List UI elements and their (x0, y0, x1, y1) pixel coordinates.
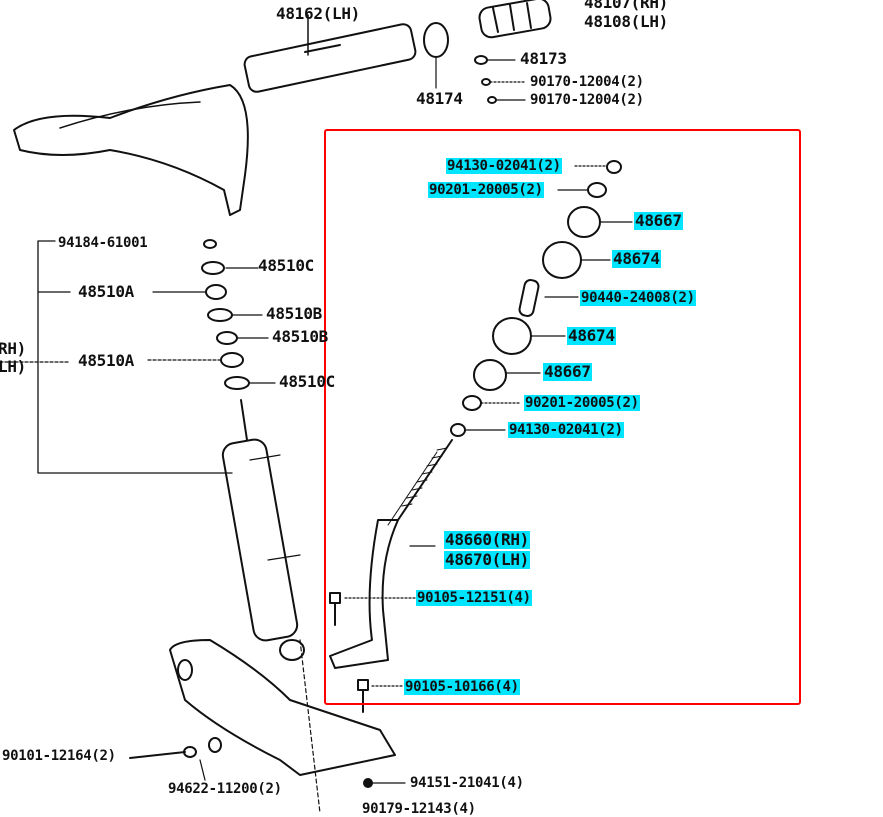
label-48108-lh: 48108(LH) (584, 12, 668, 31)
label-48510a-top: 48510A (78, 282, 134, 301)
label-48674-top: 48674 (612, 249, 661, 268)
label-90170-a: 90170-12004(2) (530, 74, 644, 90)
label-90105-12151: 90105-12151(4) (416, 590, 532, 606)
label-90201-top: 90201-20005(2) (428, 182, 544, 198)
label-94130-bot: 94130-02041(2) (508, 422, 624, 438)
lower-control-arm (169, 639, 396, 776)
label-48174: 48174 (416, 89, 463, 108)
label-90179: 90179-12143(4) (362, 801, 476, 817)
label-90101: 90101-12164(2) (2, 748, 116, 764)
label-90105-10166: 90105-10166(4) (404, 679, 520, 695)
label-48670-lh: 48670(LH) (444, 550, 530, 569)
upper-control-arm (13, 84, 249, 216)
label-rh-cut: RH) (0, 339, 26, 358)
bushing-part (478, 0, 552, 39)
label-90170-b: 90170-12004(2) (530, 92, 644, 108)
label-48510b-2: 48510B (272, 327, 328, 346)
highlight-frame (324, 129, 801, 705)
label-48674-bot: 48674 (567, 326, 616, 345)
label-48510c-bot: 48510C (279, 372, 335, 391)
label-48107-rh: 48107(RH) (584, 0, 668, 12)
label-48510b-1: 48510B (266, 304, 322, 323)
upper-arm-shaft (243, 14, 417, 93)
label-48162-lh: 48162(LH) (276, 4, 360, 23)
label-lh-cut: LH) (0, 357, 26, 376)
label-94622: 94622-11200(2) (168, 781, 282, 797)
label-94151: 94151-21041(4) (410, 775, 524, 791)
label-90201-bot: 90201-20005(2) (524, 395, 640, 411)
label-48173: 48173 (520, 49, 567, 68)
stabilizer-stack (329, 160, 633, 713)
shock-absorber (221, 399, 305, 661)
label-48667-top: 48667 (634, 211, 683, 230)
label-48510c-top: 48510C (258, 256, 314, 275)
label-48667-bot: 48667 (543, 362, 592, 381)
label-94184: 94184-61001 (58, 235, 148, 251)
label-48510a-mid: 48510A (78, 351, 134, 370)
label-48660-rh: 48660(RH) (444, 530, 530, 549)
washer-48174 (423, 22, 449, 58)
label-94130-top: 94130-02041(2) (446, 158, 562, 174)
label-90440: 90440-24008(2) (580, 290, 696, 306)
